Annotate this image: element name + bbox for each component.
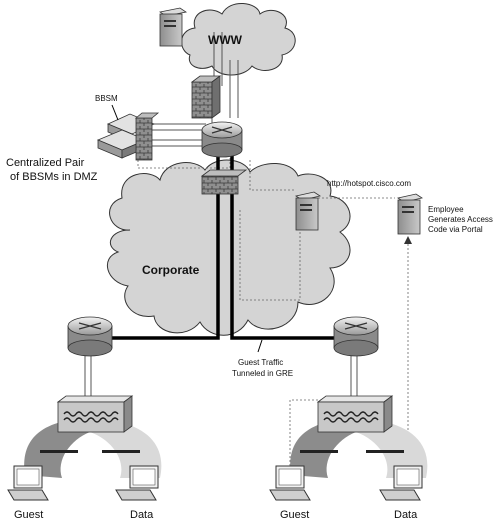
corporate-label: Corporate [142,263,200,277]
centralized-label-line1: Centralized Pair [6,157,85,169]
dmz-firewall [190,75,222,119]
employee-label-line2: Generates Access [428,215,493,224]
employee-label-line3: Code via Portal [428,225,483,234]
left-access-router [67,316,113,357]
left-switch [56,395,134,433]
employee-server [396,193,424,235]
hotspot-server [294,191,322,231]
corporate-cloud [107,159,351,336]
www-server [158,7,188,47]
bbsm-label: BBSM [95,94,118,103]
data-left-label: Data [130,509,154,521]
guest-left-label: Guest [14,509,43,521]
www-label: WWW [208,33,243,47]
bbsm-pointer [111,104,119,121]
gre-tunnels [112,152,335,340]
guest-right-label: Guest [280,509,309,521]
left-ports [40,450,140,453]
core-router [201,121,243,158]
laptop-guest-left [7,465,49,501]
right-ports [300,450,404,453]
laptop-data-left [115,465,159,501]
right-access-router [333,316,379,357]
employee-label-line1: Employee [428,205,464,214]
right-zones [290,418,428,478]
data-right-label: Data [394,509,418,521]
laptop-data-right [379,465,423,501]
bbsm-firewall [134,112,160,161]
laptop-guest-right [269,465,311,501]
links [84,32,358,402]
gre-label-line2: Tunneled in GRE [232,369,293,378]
hotspot-url-label: http://hotspot.cisco.com [327,179,411,188]
gre-label-pointer [257,339,263,353]
centralized-label-line2: of BBSMs in DMZ [10,171,98,183]
www-cloud [181,3,296,76]
gre-label-line1: Guest Traffic [238,358,283,367]
dashed-links [137,158,409,470]
corporate-firewall [200,169,248,195]
right-switch [316,395,394,433]
employee-arrow-head [404,236,412,244]
left-zones [24,418,162,478]
